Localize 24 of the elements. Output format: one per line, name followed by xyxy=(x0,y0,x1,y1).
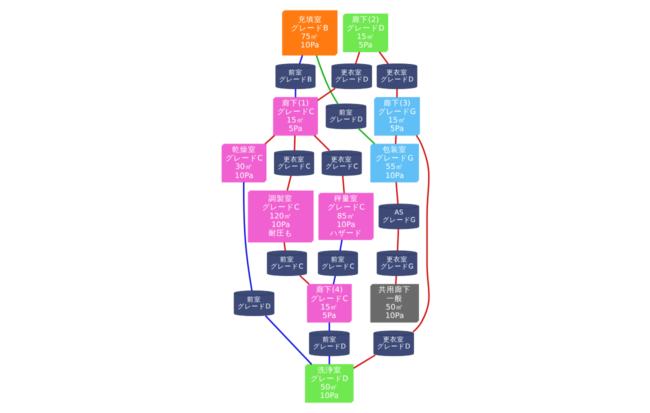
connector xyxy=(298,275,310,285)
connector xyxy=(316,88,336,102)
connector xyxy=(394,276,396,284)
connector xyxy=(352,354,376,369)
connector xyxy=(378,52,388,64)
connector xyxy=(313,134,330,152)
connector xyxy=(394,182,398,204)
connector xyxy=(338,240,342,251)
connector xyxy=(286,175,292,191)
connector xyxy=(264,134,275,145)
connector xyxy=(298,55,303,64)
connector xyxy=(394,135,396,144)
connector xyxy=(412,135,430,332)
connector xyxy=(342,176,344,194)
connector xyxy=(396,228,399,251)
connector xyxy=(328,322,330,331)
connector xyxy=(354,52,360,64)
connector xyxy=(328,356,330,364)
connector xyxy=(282,242,286,251)
connector xyxy=(293,135,296,151)
connector xyxy=(358,128,375,144)
connector xyxy=(332,276,336,284)
connector xyxy=(264,315,312,365)
connector xyxy=(242,182,252,291)
